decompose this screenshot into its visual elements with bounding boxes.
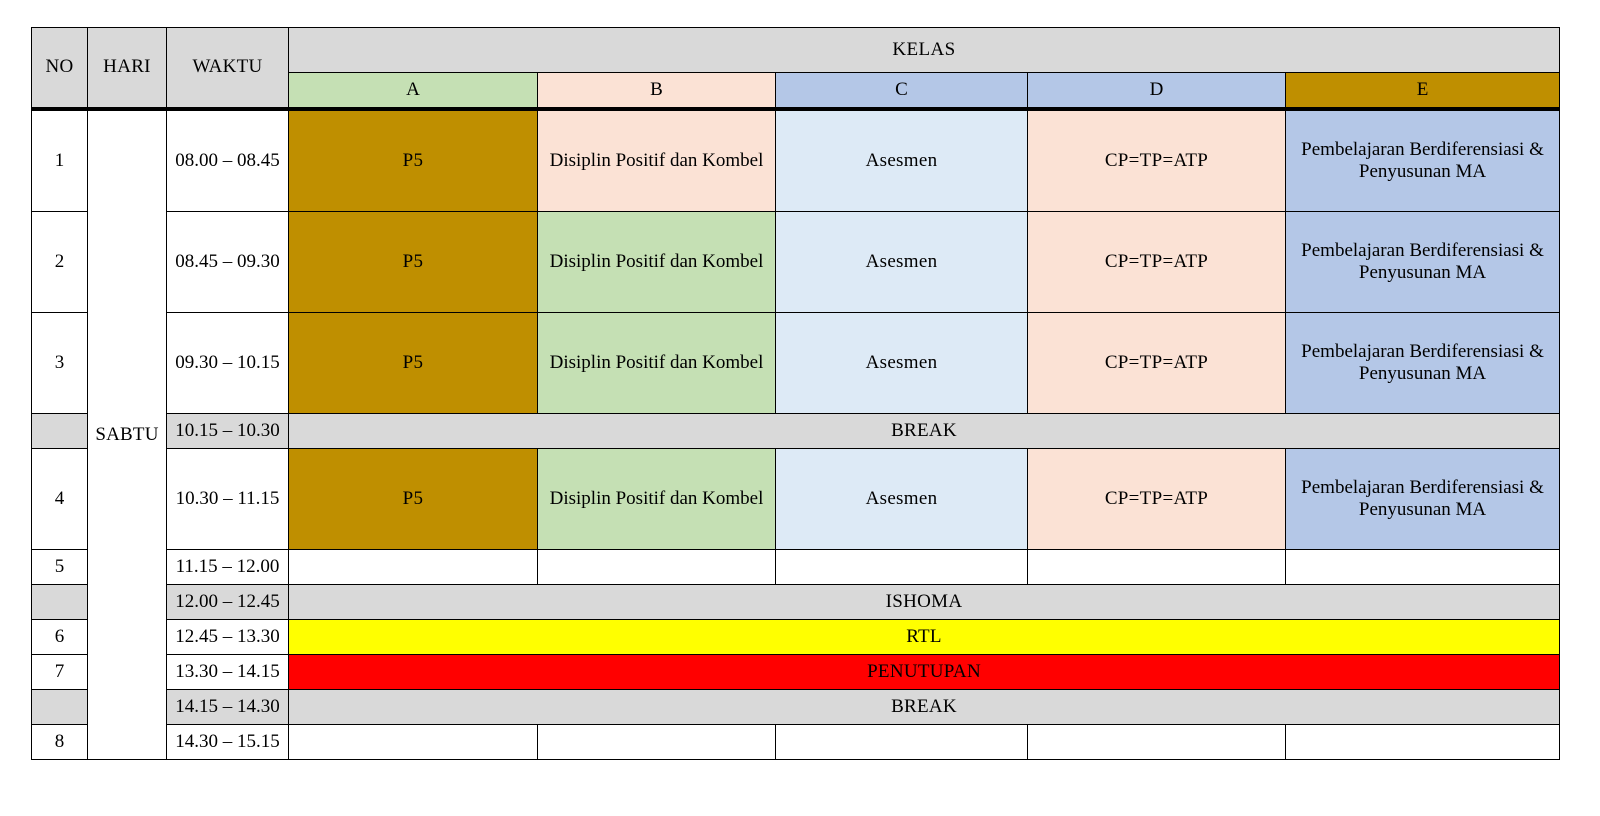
activity-cell: Asesmen: [775, 448, 1028, 550]
activity-cell: Pembelajaran Berdiferensiasi & Penyusuna…: [1284, 312, 1561, 414]
full-width-activity-cell: ISHOMA: [287, 584, 1561, 620]
row-number-cell: 1: [31, 108, 88, 212]
class-header-b: B: [537, 72, 776, 111]
activity-cell: P5: [288, 312, 538, 414]
activity-cell: [537, 549, 776, 585]
class-header-a: A: [288, 72, 538, 111]
activity-cell: P5: [288, 211, 538, 313]
time-slot-cell: 11.15 – 12.00: [166, 549, 289, 585]
header-row-primary: NO HARI WAKTU KELAS: [31, 27, 1561, 111]
full-width-activity-cell: RTL: [287, 619, 1561, 655]
activity-cell: Disiplin Positif dan Kombel: [537, 211, 776, 313]
activity-cell: CP=TP=ATP: [1027, 211, 1286, 313]
time-slot-cell: 08.45 – 09.30: [166, 211, 289, 313]
activity-cell: Asesmen: [775, 211, 1028, 313]
activity-cell: [1284, 724, 1561, 760]
activity-cell: [775, 724, 1028, 760]
column-header-kelas: KELAS: [287, 27, 1561, 73]
column-header-no: NO: [31, 27, 88, 111]
row-number-cell: 7: [31, 654, 88, 690]
full-width-activity-cell: BREAK: [287, 689, 1561, 725]
activity-cell: CP=TP=ATP: [1027, 312, 1286, 414]
activity-cell: [288, 724, 538, 760]
activity-cell: [1284, 549, 1561, 585]
activity-cell: CP=TP=ATP: [1027, 448, 1286, 550]
time-slot-cell: 08.00 – 08.45: [166, 108, 289, 212]
activity-cell: Pembelajaran Berdiferensiasi & Penyusuna…: [1284, 108, 1561, 212]
time-slot-cell: 10.30 – 11.15: [166, 448, 289, 550]
table-header: NO HARI WAKTU KELAS A B C D E: [31, 27, 1561, 111]
column-header-waktu: WAKTU: [166, 27, 289, 111]
activity-cell: P5: [288, 108, 538, 212]
row-number-cell: 3: [31, 312, 88, 414]
time-slot-cell: 13.30 – 14.15: [166, 654, 289, 690]
row-number-cell: [31, 689, 88, 725]
activity-cell: [1027, 549, 1286, 585]
row-number-cell: 4: [31, 448, 88, 550]
day-cell-sabtu: SABTU: [87, 108, 167, 760]
activity-cell: CP=TP=ATP: [1027, 108, 1286, 212]
activity-cell: Asesmen: [775, 312, 1028, 414]
time-slot-cell: 14.30 – 15.15: [166, 724, 289, 760]
activity-cell: Pembelajaran Berdiferensiasi & Penyusuna…: [1284, 448, 1561, 550]
table-row: 8 14.30 – 15.15: [31, 724, 1561, 760]
class-header-c: C: [775, 72, 1028, 111]
time-slot-cell: 14.15 – 14.30: [166, 689, 289, 725]
table-row: 5 11.15 – 12.00: [31, 549, 1561, 585]
activity-cell: P5: [288, 448, 538, 550]
activity-cell: Disiplin Positif dan Kombel: [537, 108, 776, 212]
row-number-cell: [31, 413, 88, 449]
full-width-activity-cell: BREAK: [287, 413, 1561, 449]
time-slot-cell: 09.30 – 10.15: [166, 312, 289, 414]
row-number-cell: 6: [31, 619, 88, 655]
activity-cell: [1027, 724, 1286, 760]
activity-cell: Asesmen: [775, 108, 1028, 212]
row-number-cell: 8: [31, 724, 88, 760]
activity-cell: [288, 549, 538, 585]
column-header-hari: HARI: [87, 27, 167, 111]
full-width-activity-cell: PENUTUPAN: [287, 654, 1561, 690]
activity-cell: Disiplin Positif dan Kombel: [537, 448, 776, 550]
class-header-e: E: [1284, 72, 1561, 111]
time-slot-cell: 12.45 – 13.30: [166, 619, 289, 655]
activity-cell: [537, 724, 776, 760]
row-number-cell: 5: [31, 549, 88, 585]
activity-cell: [775, 549, 1028, 585]
activity-cell: Disiplin Positif dan Kombel: [537, 312, 776, 414]
activity-cell: Pembelajaran Berdiferensiasi & Penyusuna…: [1284, 211, 1561, 313]
time-slot-cell: 12.00 – 12.45: [166, 584, 289, 620]
class-header-d: D: [1027, 72, 1286, 111]
row-number-cell: [31, 584, 88, 620]
header-row-classes: A B C D E: [32, 72, 1561, 111]
time-slot-cell: 10.15 – 10.30: [166, 413, 289, 449]
row-number-cell: 2: [31, 211, 88, 313]
